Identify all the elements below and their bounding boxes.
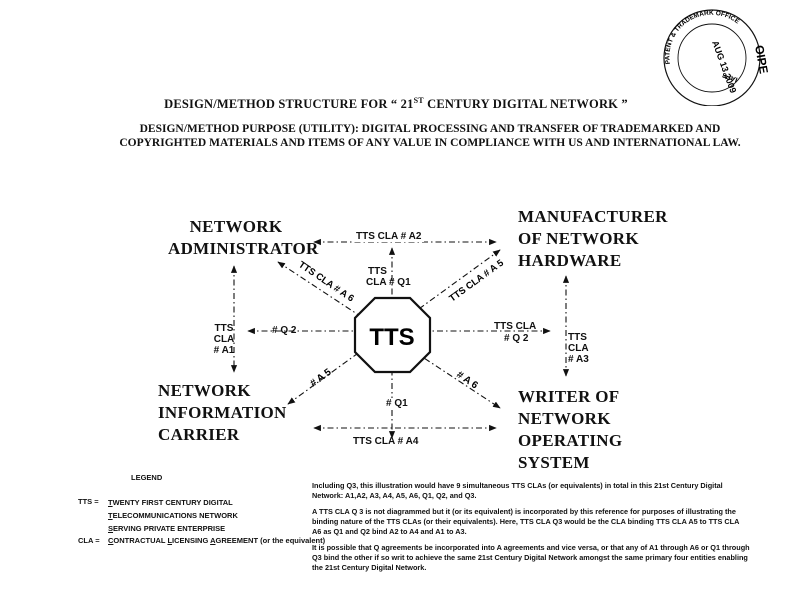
entity-network-administrator: NETWORK ADMINISTRATOR xyxy=(168,217,319,258)
entity-network-information-carrier: NETWORK INFORMATION CARRIER xyxy=(158,381,287,444)
label-a5-diag: TTS CLA # A 5 xyxy=(447,257,506,304)
note-1: Including Q3, this illustration would ha… xyxy=(312,481,723,500)
purpose-line-1: DESIGN/METHOD PURPOSE (UTILITY): DIGITAL… xyxy=(139,123,721,135)
tts-hub-label: TTS xyxy=(369,324,414,351)
purpose-statement: DESIGN/METHOD PURPOSE (UTILITY): DIGITAL… xyxy=(110,122,750,150)
label-a2: TTS CLA # A2 xyxy=(353,231,425,242)
legend-heading: LEGEND xyxy=(131,473,163,482)
label-q1-bottom: # Q1 xyxy=(386,398,408,409)
legend-cla-key: CLA = xyxy=(78,536,100,545)
legend-cla-definition: CONTRACTUAL LICENSING AGREEMENT (or the … xyxy=(108,536,326,545)
label-a4: TTS CLA # A4 xyxy=(353,436,419,447)
page-title: DESIGN/METHOD STRUCTURE FOR “ 21ST CENTU… xyxy=(164,96,628,112)
purpose-line-2: COPYRIGHTED MATERIALS AND ITEMS OF ANY V… xyxy=(119,137,741,149)
entity-manufacturer: MANUFACTURER OF NETWORK HARDWARE xyxy=(518,207,668,270)
tts-hub-octagon xyxy=(353,296,432,374)
label-a1: TTS CLA # A1 xyxy=(213,323,235,356)
entity-writer-of-os: WRITER OF NETWORK OPERATING SYSTEM xyxy=(518,387,623,472)
label-q2-right-a: TTS CLA xyxy=(494,321,537,332)
stamp-oipe: OIPE xyxy=(752,44,771,75)
explanatory-notes: Including Q3, this illustration would ha… xyxy=(312,481,750,579)
label-a5-low: # A 5 xyxy=(308,367,334,390)
label-a6-diag: TTS CLA # A 6 xyxy=(296,259,356,304)
note-2: A TTS CLA Q 3 is not diagrammed but it (… xyxy=(312,507,740,536)
label-q2-right-b: # Q 2 xyxy=(504,333,529,344)
note-3: It is possible that Q agreements be inco… xyxy=(312,543,750,572)
label-q2-left: # Q 2 xyxy=(272,325,297,336)
received-stamp: PATENT & TRADEMARK OFFICE OIPE AUG 13 20… xyxy=(663,9,771,106)
legend-tts-definition: TWENTY FIRST CENTURY DIGITAL TELECOMMUNI… xyxy=(108,498,238,533)
label-q1-top: TTS CLA # Q1 xyxy=(366,266,411,288)
label-a6-low: # A 6 xyxy=(454,369,480,391)
legend-tts-key: TTS = xyxy=(78,497,99,506)
stamp-code: IAP3 xyxy=(722,71,739,83)
label-a3: TTS CLA # A3 xyxy=(568,332,589,365)
